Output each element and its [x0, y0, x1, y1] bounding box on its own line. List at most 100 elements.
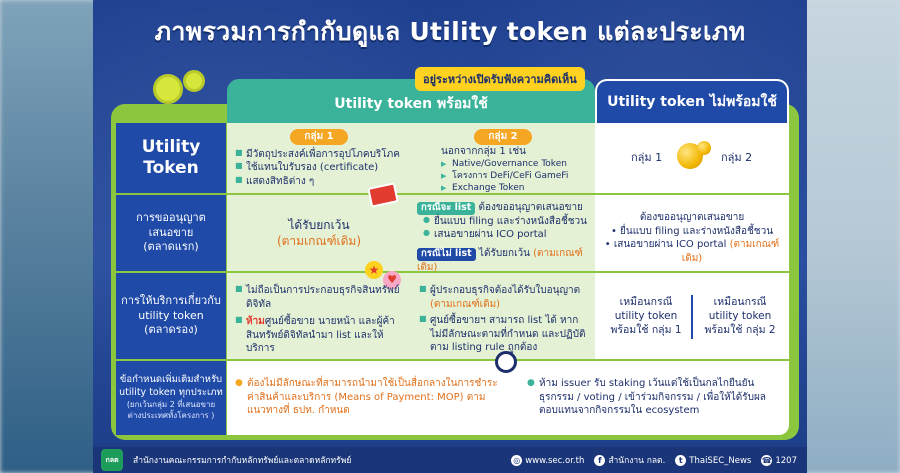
- row-label-line: ข้อกำหนดเพิ่มเติมสำหรับ: [119, 374, 223, 386]
- footer-phone-text: 1207: [775, 455, 797, 466]
- magnifier-icon: [495, 351, 517, 373]
- service-note: (ตามเกณฑ์เดิม): [430, 298, 501, 310]
- group1-offering-note: (ตามเกณฑ์เดิม): [276, 234, 362, 249]
- not-ready-service: เหมือนกรณี utility token พร้อมใช้ กลุ่ม …: [595, 273, 789, 359]
- header-not-ready: Utility token ไม่พร้อมใช้: [595, 79, 789, 123]
- case-nolist-note: (ตามเกณฑ์เดิม): [417, 247, 583, 273]
- group1-offering-text: ได้รับยกเว้น: [288, 218, 350, 232]
- case-nolist-text: ได้รับยกเว้น: [478, 247, 530, 259]
- row-label-extra: ข้อกำหนดเพิ่มเติมสำหรับ utility token ทุ…: [116, 361, 226, 435]
- group2-definition: กลุ่ม 2 นอกจากกลุ่ม 1 เช่น Native/Govern…: [411, 123, 595, 194]
- row-label-line: utility token ทุกประเภท: [119, 387, 223, 399]
- offering-note: (ตามเกณฑ์เดิม): [681, 239, 780, 264]
- row-label-note: ต่างประเทศทั้งโครงการ ): [127, 410, 215, 420]
- list-item: แสดงสิทธิต่าง ๆ: [235, 175, 403, 189]
- prohibit-word: ห้าม: [246, 316, 265, 327]
- row-label-offering: การขออนุญาต เสนอขาย (ตลาดแรก): [116, 195, 226, 271]
- list-item: ผู้ประกอบธุรกิจต้องได้รับใบอนุญาต (ตามเกณ…: [419, 284, 587, 311]
- footer-phone[interactable]: ☎1207: [761, 454, 797, 466]
- row-label-line: การขออนุญาต: [136, 210, 206, 224]
- service-line: พร้อมใช้ กลุ่ม 2: [704, 324, 776, 337]
- case-nolist-tag: กรณีไม่ list: [417, 247, 476, 261]
- list-item: เสนอขายผ่าน ICO portal: [613, 239, 727, 250]
- decorative-circle: [153, 74, 183, 104]
- group1-definition: กลุ่ม 1 มีวัตถุประสงค์เพื่อการอุปโภคบริโ…: [227, 123, 411, 193]
- service-line: เหมือนกรณี: [713, 296, 767, 308]
- column-divider: [691, 295, 693, 339]
- footer-web-text: www.sec.or.th: [525, 455, 585, 466]
- extra-left: ● ต้องไม่มีลักษณะที่สามารถนำมาใช้เป็นสื่…: [235, 377, 505, 418]
- row-label-service: การให้บริการเกี่ยวกับ utility token (ตลา…: [116, 273, 226, 359]
- not-ready-service-right: เหมือนกรณี utility token พร้อมใช้ กลุ่ม …: [695, 295, 785, 338]
- not-ready-service-left: เหมือนกรณี utility token พร้อมใช้ กลุ่ม …: [601, 295, 691, 338]
- group2-pill: กลุ่ม 2: [474, 129, 532, 145]
- list-item: ใช้แทนใบรับรอง (certificate): [235, 161, 403, 175]
- not-ready-offering-item: • ยื่นแบบ filing และร่างหนังสือชี้ชวน: [610, 225, 774, 237]
- footer: กลต สำนักงานคณะกรรมการกำกับหลักทรัพย์และ…: [93, 447, 807, 473]
- service-line: เหมือนกรณี: [619, 296, 673, 308]
- group1-offering: ได้รับยกเว้น (ตามเกณฑ์เดิม): [227, 182, 411, 271]
- list-item: ไม่ถือเป็นการประกอบธุรกิจสินทรัพย์ดิจิทั…: [235, 284, 403, 311]
- poster-title: ภาพรวมการกำกับดูแล Utility token แต่ละปร…: [154, 17, 746, 46]
- row-label-line: (ตลาดแรก): [143, 240, 199, 254]
- ticket-icon: [367, 182, 399, 208]
- footer-web[interactable]: ◎www.sec.or.th: [511, 454, 585, 466]
- phone-icon: ☎: [761, 454, 773, 466]
- row-label-line: utility token: [138, 308, 204, 322]
- list-item: ศูนย์ซื้อขายฯ สามารถ list ได้ หากไม่มีลั…: [419, 314, 587, 355]
- not-ready-group2: กลุ่ม 2: [721, 151, 753, 164]
- group1-pill: กลุ่ม 1: [290, 129, 348, 145]
- sec-logo: กลต: [101, 449, 123, 471]
- extra-left-text: ต้องไม่มีลักษณะที่สามารถนำมาใช้เป็นสื่อก…: [247, 378, 498, 416]
- not-ready-group1: กลุ่ม 1: [631, 151, 663, 164]
- decorative-circle: [183, 70, 205, 92]
- not-ready-offering-item: • เสนอขายผ่าน ICO portal (ตามเกณฑ์เดิม): [604, 239, 780, 264]
- infographic-poster: ภาพรวมการกำกับดูแล Utility token แต่ละปร…: [93, 0, 807, 473]
- globe-icon: ◎: [511, 454, 523, 466]
- list-item: ยื่นแบบ filing และร่างหนังสือชี้ชวน: [620, 225, 774, 237]
- footer-org: สำนักงานคณะกรรมการกำกับหลักทรัพย์และตลาด…: [133, 456, 352, 466]
- row-label-line: Utility: [141, 136, 201, 157]
- bullet-dot: ●: [235, 378, 243, 388]
- case-list-text: ต้องขออนุญาตเสนอขาย: [478, 202, 583, 213]
- row-label-line: Token: [143, 158, 199, 178]
- service-text: ผู้ประกอบธุรกิจต้องได้รับใบอนุญาต: [430, 285, 581, 296]
- twitter-icon: t: [675, 454, 687, 466]
- extra-right-text: ห้าม issuer รับ staking เว้นแต่ใช้เป็นกล…: [539, 378, 766, 416]
- facebook-icon: f: [594, 455, 606, 466]
- not-ready-offering: ต้องขออนุญาตเสนอขาย • ยื่นแบบ filing และ…: [595, 195, 789, 271]
- row-label-utility-token: Utility Token: [116, 123, 226, 193]
- list-item: Native/Governance Token: [441, 158, 587, 170]
- list-item: ห้ามศูนย์ซื้อขาย นายหน้า และผู้ค้าสินทรั…: [235, 315, 403, 356]
- group2-service: ผู้ประกอบธุรกิจต้องได้รับใบอนุญาต (ตามเกณ…: [411, 273, 595, 359]
- row-label-note: (ยกเว้นกลุ่ม 2 ที่เสนอขาย: [126, 400, 216, 410]
- list-item: เสนอขายผ่าน ICO portal: [423, 228, 589, 242]
- extra-rules: ● ต้องไม่มีลักษณะที่สามารถนำมาใช้เป็นสื่…: [227, 351, 789, 435]
- footer-twitter-text: ThaiSEC_News: [689, 455, 752, 466]
- group2-offering: กรณีจะ list ต้องขออนุญาตเสนอขาย ยื่นแบบ …: [411, 195, 595, 273]
- list-item: โครงการ DeFi/CeFi GameFi: [441, 170, 587, 182]
- row-label-line: การให้บริการเกี่ยวกับ: [121, 293, 221, 307]
- extra-right: ● ห้าม issuer รับ staking เว้นแต่ใช้เป็น…: [527, 377, 783, 418]
- service-line: utility token: [614, 310, 678, 323]
- bullet-dot: ●: [527, 378, 535, 388]
- service-line: utility token: [708, 310, 772, 323]
- service-line: พร้อมใช้ กลุ่ม 1: [610, 324, 682, 337]
- not-ready-offering-text: ต้องขออนุญาตเสนอขาย: [639, 212, 745, 223]
- coin-icon: [697, 141, 711, 155]
- row-label-line: เสนอขาย: [148, 225, 194, 239]
- prohibit-text: ศูนย์ซื้อขาย นายหน้า และผู้ค้าสินทรัพย์ด…: [246, 316, 395, 354]
- list-item: Exchange Token: [441, 182, 587, 194]
- star-icon: ★: [365, 261, 383, 279]
- group2-intro: นอกจากกลุ่ม 1 เช่น: [441, 145, 526, 157]
- not-ready-groups: กลุ่ม 1 กลุ่ม 2: [595, 123, 789, 193]
- list-item: มีวัตถุประสงค์เพื่อการอุปโภคบริโภค: [235, 148, 403, 162]
- row-label-line: (ตลาดรอง): [144, 323, 198, 337]
- list-item: ยื่นแบบ filing และร่างหนังสือชี้ชวน: [423, 215, 589, 229]
- pending-badge: อยู่ระหว่างเปิดรับฟังความคิดเห็น: [415, 67, 585, 91]
- footer-facebook-text: สำนักงาน กลต.: [608, 456, 666, 466]
- case-list-tag: กรณีจะ list: [417, 202, 476, 215]
